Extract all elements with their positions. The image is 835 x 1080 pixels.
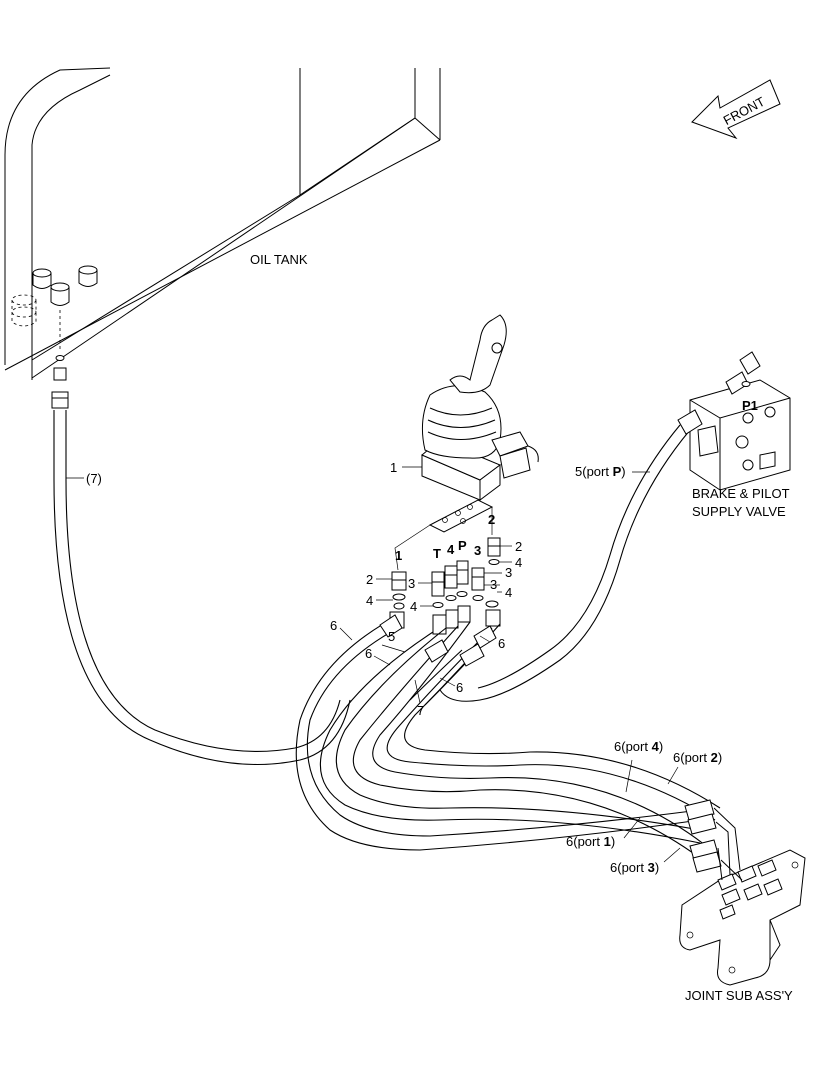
callout-7: 7	[417, 703, 424, 718]
port-t-label: T	[433, 546, 441, 561]
p1-port-label: P1	[742, 398, 758, 413]
fittings	[389, 537, 501, 635]
hose-bundle	[295, 619, 721, 859]
callout-4-left-a: 4	[366, 593, 373, 608]
oil-tank	[4, 67, 441, 380]
hose-6-port-4-label: 6(port 4)	[614, 739, 663, 754]
callout-2-left: 2	[366, 572, 373, 587]
callout-4-right-b: 4	[505, 585, 512, 600]
joystick-valve	[421, 314, 539, 501]
callout-6-a: 6	[330, 618, 337, 633]
callout-5-lower: 5	[388, 629, 395, 644]
elbow-fittings	[379, 614, 497, 667]
tank-ports	[11, 265, 98, 409]
base-plate	[394, 499, 494, 571]
callout-4-left-b: 4	[410, 599, 417, 614]
oil-tank-label: OIL TANK	[250, 252, 308, 267]
front-arrow: FRONT	[691, 79, 781, 140]
callout-4-right-a: 4	[515, 555, 522, 570]
hose-6-port-3-label: 6(port 3)	[610, 860, 659, 875]
port-p-label: P	[458, 538, 467, 553]
callout-1-joystick: 1	[390, 460, 397, 475]
joint-hose-fittings	[684, 799, 743, 881]
hose-7-label: (7)	[86, 471, 102, 486]
port-4-label: 4	[447, 542, 455, 557]
hose-5-port-p	[439, 424, 691, 702]
hose-6-port-2-label: 6(port 2)	[673, 750, 722, 765]
hose-6-port-1-label: 6(port 1)	[566, 834, 615, 849]
brake-valve-label-1: BRAKE & PILOT	[692, 486, 790, 501]
callout-3-left: 3	[408, 576, 415, 591]
brake-pilot-supply-valve	[677, 351, 791, 491]
callout-2-right: 2	[515, 539, 522, 554]
joint-sub-assy-label: JOINT SUB ASS'Y	[685, 988, 793, 1003]
callout-3-right-a: 3	[505, 565, 512, 580]
brake-valve-label-2: SUPPLY VALVE	[692, 504, 786, 519]
joint-sub-assy	[679, 849, 806, 986]
callout-3-right-b: 3	[490, 577, 497, 592]
port-3-label: 3	[474, 543, 481, 558]
hose-5-port-label: 5(port P)	[575, 464, 626, 479]
callout-6-d: 6	[456, 680, 463, 695]
callout-6-c: 6	[498, 636, 505, 651]
port-1-label: 1	[395, 548, 402, 563]
port-2-label: 2	[488, 512, 495, 527]
callout-6-b: 6	[365, 646, 372, 661]
hose-7	[53, 410, 351, 766]
